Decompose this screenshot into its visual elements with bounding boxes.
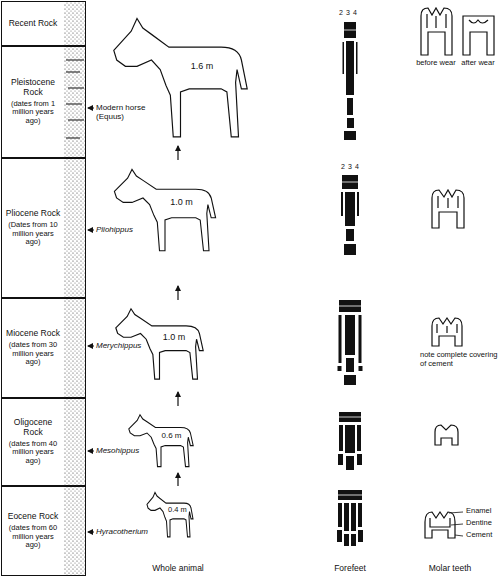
rock-layer: Eocene Rock (dates from 60 million years … — [1, 486, 86, 576]
rock-name: Oligocene Rock — [5, 418, 61, 438]
digit-number: 2 — [341, 163, 345, 171]
rock-date: (dates from 60 million years ago) — [5, 524, 61, 550]
size-label: 1.0 m — [170, 197, 193, 207]
rock-name: Pliocene Rock — [6, 209, 60, 219]
digit-number: 4 — [353, 9, 357, 17]
species-name: Merychippus — [96, 341, 141, 350]
molar-teeth — [421, 8, 494, 538]
forefoot-bones — [337, 22, 363, 546]
rock-layer: Miocene Rock (dates from 30 million years… — [1, 298, 86, 398]
horse-figures — [114, 18, 247, 536]
tooth-caption: before wear — [416, 59, 456, 68]
rock-layer: Pleistocene Rock(dates from 1 million ye… — [1, 46, 86, 158]
rock-layer: Recent Rock — [1, 1, 86, 46]
column-heading: Whole animal — [152, 564, 204, 574]
species-name: Pliohippus — [96, 225, 133, 234]
bone-joints — [338, 30, 362, 495]
tooth-caption: after wear — [461, 59, 494, 68]
species-name: Modern horse (Equus) — [96, 103, 156, 121]
size-label: 0.4 m — [168, 506, 187, 515]
rock-name: Eocene Rock — [8, 512, 59, 522]
rock-bands — [66, 60, 84, 138]
rock-layer: Oligocene Rock(dates from 40 million yea… — [1, 398, 86, 486]
rock-date: (Dates from 10 million years ago) — [5, 221, 61, 247]
size-label: 1.0 m — [163, 332, 186, 342]
species-leaders — [88, 108, 94, 532]
tooth-part-label: Cement — [466, 531, 492, 540]
rock-date: (dates from 40 million years ago) — [5, 440, 61, 466]
size-label: 0.6 m — [161, 431, 181, 440]
column-heading: Molar teeth — [429, 564, 472, 574]
rock-date: (dates from 1 million years ago) — [5, 100, 61, 126]
tooth-leaders — [449, 512, 463, 536]
tooth-part-label: Enamel — [466, 507, 491, 516]
species-name: Hyracotherium — [96, 527, 148, 536]
tooth-part-label: Dentine — [466, 519, 492, 528]
size-label: 1.6 m — [191, 61, 214, 71]
tooth-note: note complete covering of cement — [420, 351, 500, 368]
rock-texture — [64, 1, 86, 576]
rock-layer: Pliocene Rock (Dates from 10 million year… — [1, 158, 86, 298]
rock-name: Miocene Rock — [6, 329, 60, 339]
digit-number: 3 — [348, 163, 352, 171]
rock-name: Pleistocene Rock — [5, 78, 61, 98]
column-heading: Forefeet — [334, 564, 366, 574]
digit-number: 2 — [339, 9, 343, 17]
digit-number: 3 — [346, 9, 350, 17]
rock-name: Recent Rock — [9, 19, 58, 29]
digit-number: 4 — [355, 163, 359, 171]
species-name: Mesohippus — [96, 446, 139, 455]
rock-date: (dates from 30 million years ago) — [5, 341, 61, 367]
